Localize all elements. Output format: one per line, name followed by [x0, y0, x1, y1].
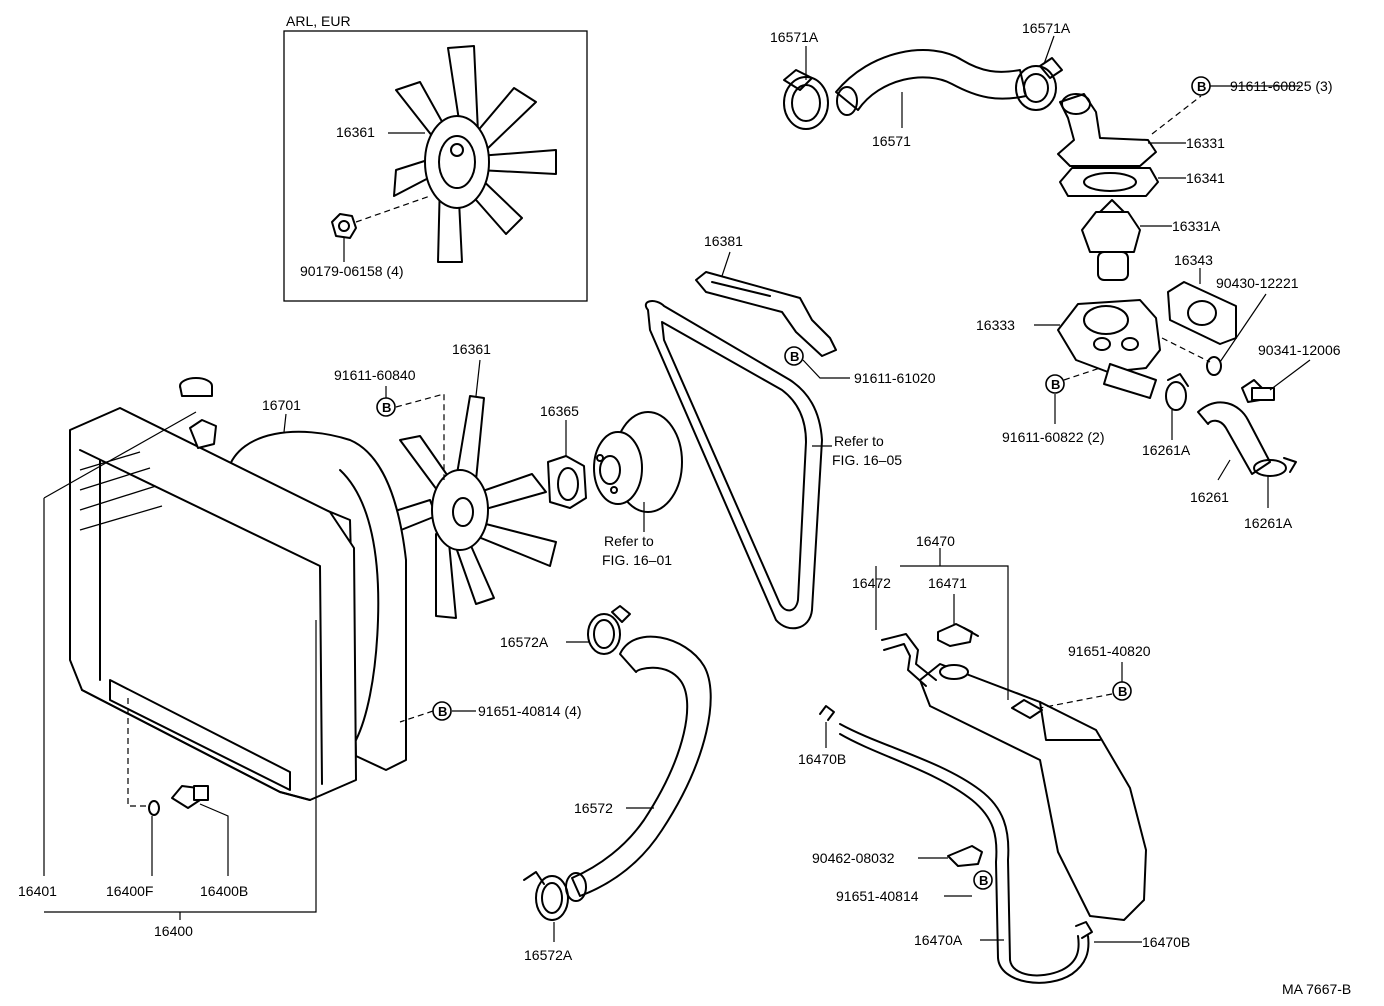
- label-16401: 16401: [18, 883, 57, 899]
- label-91651-40814: 91651-40814: [836, 888, 919, 904]
- clip-16470B-bottom: [1075, 921, 1093, 939]
- label-16361: 16361: [452, 341, 491, 357]
- label-16400B: 16400B: [200, 883, 248, 899]
- label-90430: 90430-12221: [1216, 275, 1299, 291]
- label-16571: 16571: [872, 133, 911, 149]
- label-16571A-left: 16571A: [770, 29, 819, 45]
- spacer-16365: [547, 455, 587, 509]
- bolt-marker: [1045, 374, 1065, 394]
- label-inset-90179: 90179-06158 (4): [300, 263, 404, 279]
- radiator-16400: [69, 407, 357, 801]
- drain-cock-16400B: [171, 785, 209, 809]
- shroud-16701: [227, 430, 407, 771]
- label-16331A: 16331A: [1172, 218, 1221, 234]
- label-16571A-right: 16571A: [1022, 20, 1071, 36]
- label-16365: 16365: [540, 403, 579, 419]
- label-16572: 16572: [574, 800, 613, 816]
- label-16400F: 16400F: [106, 883, 153, 899]
- label-16331: 16331: [1186, 135, 1225, 151]
- label-refer-1601-a: Refer to: [604, 533, 654, 549]
- bolt-marker-letter: B: [1118, 684, 1127, 699]
- clamp-16571A-right: [1015, 57, 1063, 111]
- label-inset-16361: 16361: [336, 124, 375, 140]
- label-91651-40814-4: 91651-40814 (4): [478, 703, 582, 719]
- label-90462: 90462-08032: [812, 850, 895, 866]
- label-91611-60840: 91611-60840: [334, 367, 416, 383]
- label-16572A-bottom: 16572A: [524, 947, 573, 963]
- label-90341: 90341-12006: [1258, 342, 1341, 358]
- inset-nut: [331, 213, 357, 239]
- bolt-marker: [1112, 681, 1132, 701]
- bolt-marker-letter: B: [382, 400, 391, 415]
- bolt-marker-letter: B: [790, 349, 799, 364]
- inset-fan-16361: [393, 45, 557, 263]
- clip-16470B-top: [819, 705, 835, 721]
- bolt-marker-letter: B: [438, 704, 447, 719]
- gasket-16400F: [148, 800, 160, 816]
- label-16472: 16472: [852, 575, 891, 591]
- label-91611-61020: 91611-61020: [854, 370, 936, 386]
- bolt-marker-letter: B: [1051, 377, 1060, 392]
- bolt-90341: [1241, 379, 1275, 403]
- label-91651-40820: 91651-40820: [1068, 643, 1151, 659]
- bolt-marker: [1191, 76, 1211, 96]
- water-pump-pulley: [593, 411, 683, 513]
- clamp-16572A-bottom: [523, 871, 569, 921]
- label-91611-60822: 91611-60822 (2): [1002, 429, 1104, 445]
- label-16400: 16400: [154, 923, 193, 939]
- label-16343: 16343: [1174, 252, 1213, 268]
- cap-16471: [937, 623, 979, 647]
- drive-belt: [645, 300, 823, 630]
- label-refer-1601-b: FIG. 16–01: [602, 552, 672, 568]
- upper-hose-16571: [835, 49, 1027, 116]
- bracket-16381: [695, 271, 837, 357]
- label-16261: 16261: [1190, 489, 1229, 505]
- clamp-16572A-top: [587, 605, 631, 655]
- fan-16361: [391, 395, 557, 619]
- reservoir-16470: [919, 663, 1147, 921]
- inset-box: ARL, EUR 16361 90179-06158 (4): [283, 13, 588, 302]
- radiator-cap: [179, 377, 213, 397]
- label-16470A: 16470A: [914, 932, 963, 948]
- tube-16472: [881, 633, 937, 687]
- radiator-filler-neck: [189, 419, 217, 449]
- water-inlet-16333: [1057, 299, 1161, 399]
- gasket-16341: [1059, 167, 1159, 197]
- label-refer-1605-b: FIG. 16–05: [832, 452, 902, 468]
- thermostat-16331A: [1081, 199, 1141, 281]
- bolt-marker-letter: B: [1197, 79, 1206, 94]
- label-91611-60825: 91611-60825 (3): [1230, 78, 1332, 94]
- label-16333: 16333: [976, 317, 1015, 333]
- bracket-90462: [947, 845, 983, 867]
- bolt-marker-letter: B: [979, 873, 988, 888]
- bolt-marker: [973, 870, 993, 890]
- label-16471: 16471: [928, 575, 967, 591]
- oring-90430: [1206, 356, 1222, 376]
- bolt-marker: [784, 346, 804, 366]
- label-16701: 16701: [262, 397, 301, 413]
- bolt-marker: [376, 397, 396, 417]
- clamp-16261A-bottom: [1253, 457, 1297, 477]
- label-16572A-top: 16572A: [500, 634, 549, 650]
- inset-label: ARL, EUR: [286, 13, 351, 29]
- label-16261A-bottom: 16261A: [1244, 515, 1293, 531]
- overflow-hose-16470A: [839, 723, 1090, 984]
- label-16470B-top: 16470B: [798, 751, 846, 767]
- label-16381: 16381: [704, 233, 743, 249]
- inset-frame: [283, 30, 588, 302]
- gasket-16343: [1167, 281, 1237, 345]
- hose-16261: [1197, 401, 1271, 475]
- label-16470: 16470: [916, 533, 955, 549]
- label-refer-1605-a: Refer to: [834, 433, 884, 449]
- label-16470B-bottom: 16470B: [1142, 934, 1190, 950]
- clamp-16261A-top: [1165, 373, 1189, 411]
- figure-code: MA 7667-B: [1282, 981, 1351, 997]
- label-16341: 16341: [1186, 170, 1225, 186]
- label-16261A-top: 16261A: [1142, 442, 1191, 458]
- water-outlet-16331: [1057, 93, 1157, 167]
- lower-hose-16572: [565, 635, 712, 902]
